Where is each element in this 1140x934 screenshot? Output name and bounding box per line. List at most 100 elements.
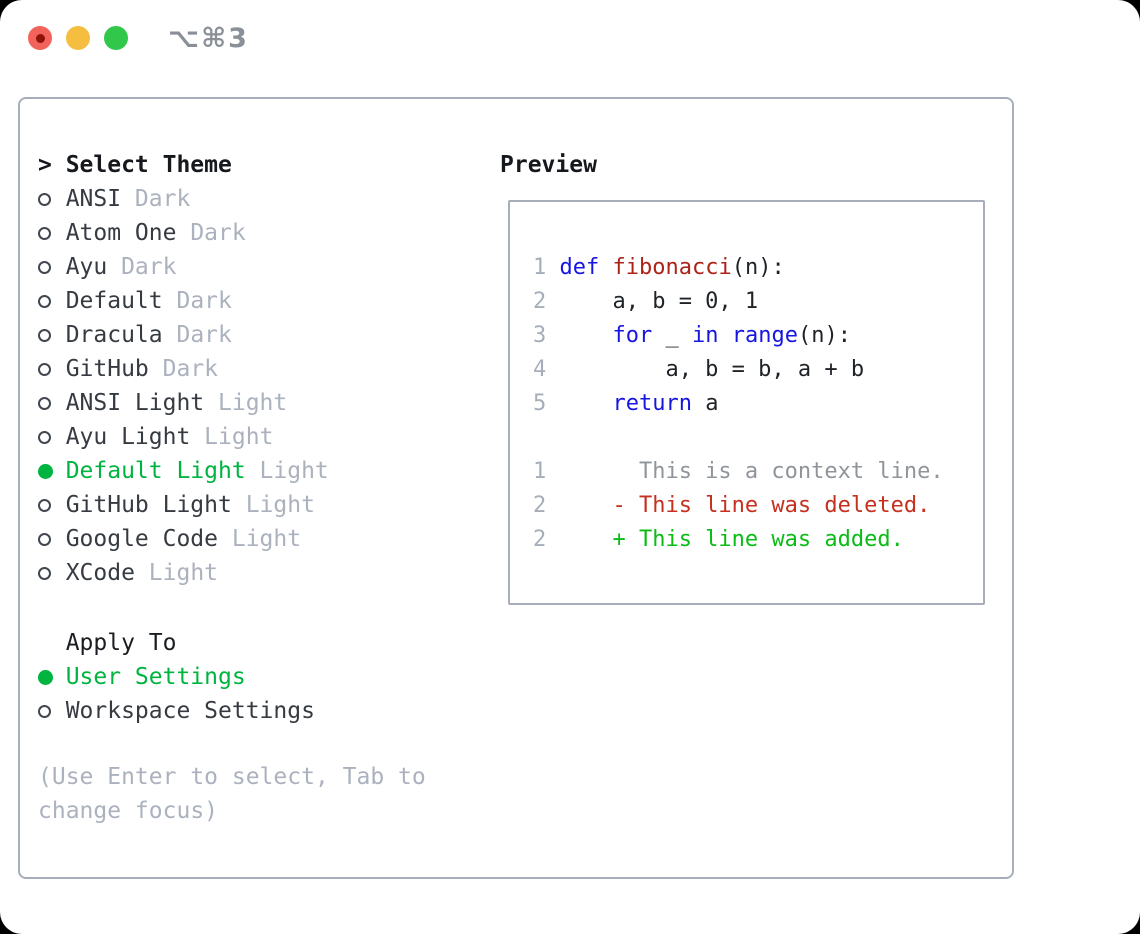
code-token: a	[691, 391, 719, 416]
radio-icon	[38, 260, 66, 274]
apply-option[interactable]: Workspace Settings	[38, 694, 440, 728]
theme-name: XCode	[65, 560, 135, 586]
theme-option[interactable]: Default Dark	[38, 284, 440, 318]
theme-variant-badge: Light	[259, 458, 329, 484]
theme-variant-badge: Dark	[176, 288, 232, 314]
line-number: 2	[533, 289, 547, 314]
code-token	[718, 323, 731, 348]
apply-to-header: Apply To	[38, 626, 440, 660]
close-button[interactable]	[28, 26, 52, 50]
code-token: This is a context line.	[559, 459, 944, 484]
code-token: fibonacci	[612, 255, 732, 280]
theme-option[interactable]: XCode Light	[38, 556, 440, 590]
line-number: 5	[533, 391, 547, 416]
radio-icon	[38, 430, 66, 444]
preview-line: 1 This is a context line.	[533, 455, 983, 489]
preview-line: 2 a, b = 0, 1	[533, 285, 983, 319]
theme-name: Google Code	[65, 526, 219, 552]
radio-icon	[38, 328, 66, 342]
theme-variant-badge: Dark	[162, 356, 219, 382]
radio-selected-icon	[38, 463, 66, 479]
theme-name: ANSI Light	[65, 390, 205, 416]
theme-name: GitHub Light	[65, 492, 232, 518]
theme-name: Ayu	[65, 254, 108, 280]
radio-icon	[38, 704, 66, 718]
code-token: for	[612, 323, 653, 348]
line-number: 3	[533, 323, 547, 348]
theme-option[interactable]: Default Light Light	[38, 454, 440, 488]
theme-name: Default Light	[65, 458, 246, 484]
theme-name: Ayu Light	[65, 424, 191, 450]
preview-line	[533, 421, 983, 455]
window-shortcut-label: ⌥⌘3	[168, 22, 249, 54]
theme-option[interactable]: GitHub Dark	[38, 352, 440, 386]
theme-option[interactable]: Google Code Light	[38, 522, 440, 556]
theme-variant-badge: Dark	[134, 186, 191, 212]
code-token: (n):	[797, 323, 851, 348]
maximize-button[interactable]	[104, 26, 128, 50]
theme-variant-badge: Light	[245, 492, 315, 518]
theme-option[interactable]: Dracula Dark	[38, 318, 440, 352]
line-number: 2	[533, 493, 547, 518]
preview-line: 2 - This line was deleted.	[533, 489, 983, 523]
theme-option[interactable]: Ayu Dark	[38, 250, 440, 284]
code-token: (n):	[731, 255, 785, 280]
theme-variant-badge: Light	[218, 390, 288, 416]
radio-icon	[38, 294, 66, 308]
code-token: a, b = 0, 1	[559, 289, 759, 314]
radio-icon	[38, 226, 66, 240]
code-token: return	[612, 391, 692, 416]
code-token: - This line was deleted.	[612, 493, 931, 518]
theme-name: Atom One	[65, 220, 177, 246]
theme-variant-badge: Dark	[121, 254, 177, 280]
close-dot-icon	[35, 33, 45, 43]
code-token: a, b = b, a + b	[559, 357, 865, 382]
theme-variant-badge: Light	[148, 560, 219, 586]
theme-name: GitHub	[65, 356, 149, 382]
theme-variant-badge: Dark	[176, 322, 232, 348]
theme-option[interactable]: Atom One Dark	[38, 216, 440, 250]
selector-header: > Select Theme	[38, 148, 440, 182]
radio-icon	[38, 532, 66, 546]
theme-variant-badge: Dark	[190, 220, 246, 246]
line-number: 1	[533, 459, 547, 484]
prompt-icon: >	[38, 152, 52, 178]
theme-option[interactable]: GitHub Light Light	[38, 488, 440, 522]
radio-icon	[38, 192, 66, 206]
code-token	[559, 527, 612, 552]
code-token: in	[691, 323, 719, 348]
radio-selected-icon	[38, 669, 66, 685]
code-token	[559, 493, 612, 518]
theme-variant-badge: Light	[231, 526, 302, 552]
radio-icon	[38, 566, 66, 580]
help-text: (Use Enter to select, Tab to change focu…	[38, 764, 440, 824]
line-number: 4	[533, 357, 547, 382]
code-token	[559, 391, 612, 416]
line-number: 2	[533, 527, 547, 552]
line-number: 1	[533, 255, 547, 280]
code-token	[599, 255, 612, 280]
theme-option[interactable]: ANSI Light Light	[38, 386, 440, 420]
radio-icon	[38, 396, 66, 410]
radio-icon	[38, 362, 66, 376]
code-token: range	[731, 323, 798, 348]
selector-title: Select Theme	[65, 152, 232, 178]
apply-option[interactable]: User Settings	[38, 660, 440, 694]
code-token: def	[559, 255, 600, 280]
radio-icon	[38, 498, 66, 512]
titlebar: ⌥⌘3	[28, 23, 249, 54]
theme-name: Dracula	[65, 322, 163, 348]
code-token	[559, 323, 612, 348]
apply-option-label: User Settings	[65, 664, 246, 690]
minimize-button[interactable]	[66, 26, 90, 50]
apply-option-label: Workspace Settings	[65, 698, 315, 724]
theme-name: Default	[65, 288, 163, 314]
